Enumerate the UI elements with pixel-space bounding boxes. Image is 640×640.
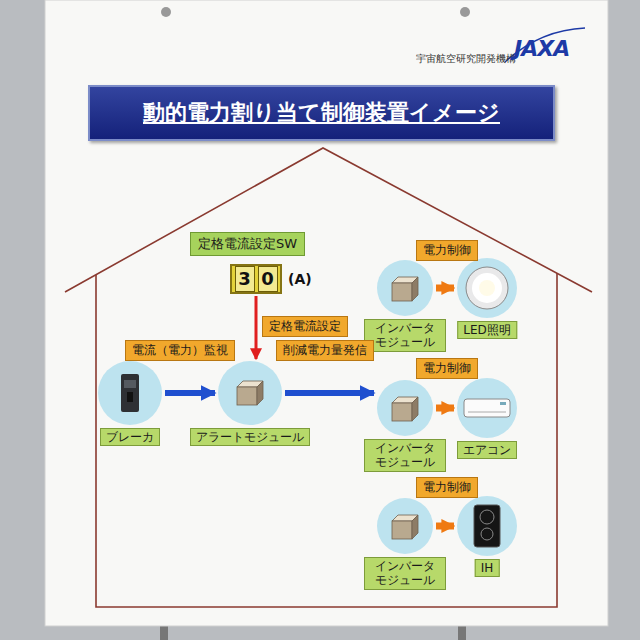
current-switch: 30(A) bbox=[230, 264, 282, 294]
alert-module-node: アラートモジュール bbox=[218, 361, 282, 425]
arrow-connector bbox=[436, 285, 454, 292]
node-label: LED照明 bbox=[457, 321, 517, 339]
inverter-icon bbox=[392, 397, 418, 421]
inverter-icon bbox=[392, 515, 418, 539]
edge-label: 電流（電力）監視 bbox=[125, 340, 235, 361]
edge-label: 電力制御 bbox=[416, 358, 478, 379]
setting-label-box: 定格電流設定SW bbox=[190, 232, 305, 256]
house-wall bbox=[96, 273, 557, 607]
inverter-node: インバータ モジュール bbox=[377, 380, 433, 436]
ih-cooker-icon bbox=[474, 505, 500, 547]
icon-circle bbox=[377, 498, 433, 554]
screw bbox=[161, 7, 171, 17]
inverter-node: インバータ モジュール bbox=[377, 260, 433, 316]
screw bbox=[460, 7, 470, 17]
node-label: インバータ モジュール bbox=[364, 439, 446, 472]
arrow-connector bbox=[285, 390, 374, 396]
edge-label: 電力制御 bbox=[416, 477, 478, 498]
title-banner: 動的電力割り当て制御装置イメージ bbox=[88, 85, 555, 141]
node-label: インバータ モジュール bbox=[364, 557, 446, 590]
node-label: エアコン bbox=[457, 441, 517, 459]
led-light-node: LED照明 bbox=[457, 258, 517, 318]
edge-label: 定格電流設定 bbox=[262, 316, 348, 337]
alert-module-icon bbox=[237, 381, 263, 405]
icon-circle bbox=[377, 380, 433, 436]
arrow-connector bbox=[436, 523, 454, 530]
house-roof bbox=[65, 148, 592, 292]
icon-circle bbox=[218, 361, 282, 425]
breaker-icon bbox=[121, 374, 139, 412]
edge-label: 削減電力量発信 bbox=[276, 340, 374, 361]
unit-label: (A) bbox=[288, 271, 312, 287]
node-label: IH bbox=[475, 559, 500, 577]
icon-circle bbox=[377, 260, 433, 316]
title: 動的電力割り当て制御装置イメージ bbox=[143, 98, 500, 128]
board bbox=[45, 0, 608, 626]
led-light-icon bbox=[466, 267, 508, 309]
org-name: 宇宙航空研究開発機構 bbox=[416, 52, 516, 66]
aircon-node: エアコン bbox=[457, 378, 517, 438]
breaker-node: ブレーカ bbox=[98, 361, 162, 425]
node-label: インバータ モジュール bbox=[364, 319, 446, 352]
logo-text: JAXA bbox=[514, 36, 569, 61]
logo-swoosh bbox=[505, 28, 585, 62]
node-label: ブレーカ bbox=[100, 428, 160, 446]
icon-circle bbox=[457, 258, 517, 318]
switch-digit: 3 bbox=[235, 266, 255, 292]
edge-label: 電力制御 bbox=[416, 240, 478, 261]
icon-circle bbox=[457, 378, 517, 438]
arrow-connector bbox=[255, 296, 258, 359]
icon-circle bbox=[457, 496, 517, 556]
arrow-connector bbox=[436, 405, 454, 412]
arrow-connector bbox=[165, 390, 215, 396]
inverter-icon bbox=[392, 277, 418, 301]
aircon-icon bbox=[464, 399, 510, 417]
node-label: アラートモジュール bbox=[190, 428, 310, 446]
ih-node: IH bbox=[457, 496, 517, 556]
switch-digit: 0 bbox=[258, 266, 278, 292]
inverter-node: インバータ モジュール bbox=[377, 498, 433, 554]
node-text: 定格電流設定SW bbox=[190, 232, 305, 256]
icon-circle bbox=[98, 361, 162, 425]
